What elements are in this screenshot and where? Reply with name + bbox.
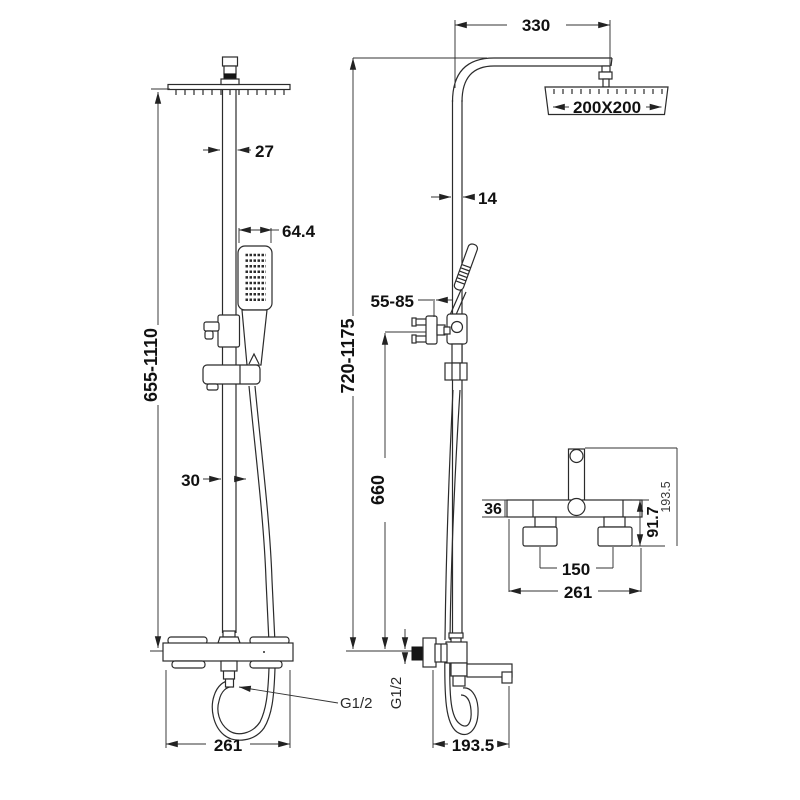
- inlet-leg-left: [522, 526, 558, 547]
- dim-thread-left: G1/2: [238, 685, 373, 712]
- dim-valve-body-height: 36: [482, 499, 507, 518]
- dim-left-height-label: 655-1110: [141, 328, 161, 402]
- dim-left-height: 655-1110: [141, 88, 170, 652]
- dim-rail-offset: 30: [181, 471, 246, 490]
- dim-thread-front: G1/2: [388, 629, 409, 710]
- dim-outlet-height: 91.7: [632, 499, 665, 547]
- dim-valve-total-height: 193.5: [585, 447, 678, 546]
- dim-rail-offset-label: 30: [181, 471, 200, 490]
- dim-spout-reach-label: 193.5: [452, 736, 495, 755]
- dim-head-size-label: 200X200: [573, 98, 641, 117]
- dim-mixer-width: 261: [165, 670, 291, 755]
- dim-head-connector-label: 27: [255, 142, 274, 161]
- dim-wall-bracket: 55-85: [371, 292, 452, 317]
- mixer-detail-view: 36 150 261 91.7 193.5: [482, 447, 678, 602]
- dim-thread-left-label: G1/2: [340, 695, 373, 712]
- rain-head-front: [544, 86, 669, 116]
- dim-inlet-centres-label: 150: [562, 560, 590, 579]
- hand-shower-front: [449, 243, 479, 318]
- dim-valve-body-width: 261: [508, 519, 642, 602]
- slide-lock-lever: [203, 314, 241, 348]
- mixer-detail-body: [506, 448, 643, 547]
- shower-arm: [451, 57, 613, 103]
- hand-shower-side: [237, 245, 273, 366]
- dim-outlet-height-label: 91.7: [645, 506, 662, 537]
- dim-handset-width-label: 64.4: [282, 222, 316, 241]
- dim-valve-body-height-label: 36: [484, 501, 502, 518]
- dim-overall-height: 720-1175: [338, 57, 487, 652]
- dim-arm-length: 330: [454, 16, 611, 88]
- hand-shower-holder-front: [444, 313, 468, 381]
- dim-pipe-diameter-label: 14: [478, 189, 497, 208]
- dim-riser-length-label: 660: [368, 475, 388, 505]
- dim-wall-bracket-label: 55-85: [371, 292, 414, 311]
- rain-head-side: [167, 56, 291, 95]
- dim-mixer-width-label: 261: [214, 736, 242, 755]
- dim-handset-width: 64.4: [238, 222, 316, 243]
- dim-riser-length: 660: [368, 331, 426, 649]
- dim-pipe-diameter: 14: [431, 189, 497, 208]
- inlet-leg-right: [597, 526, 633, 547]
- dim-valve-body-width-label: 261: [564, 583, 592, 602]
- dim-valve-total-height-label: 193.5: [659, 481, 673, 512]
- bath-spout: [466, 663, 513, 678]
- riser-pipe-side: [221, 89, 237, 633]
- wall-bracket: [411, 315, 451, 345]
- shower-hose-front: [444, 389, 479, 736]
- dim-thread-front-label: G1/2: [388, 677, 405, 710]
- dim-head-size: 200X200: [553, 98, 662, 117]
- shower-hose-side: [211, 385, 276, 741]
- left-side-view: 27 64.4 655-1110 30 G1/2: [141, 56, 373, 755]
- dim-arm-length-label: 330: [522, 16, 550, 35]
- bath-mixer-side: [411, 632, 513, 687]
- dim-inlet-centres: 150: [539, 547, 614, 579]
- hand-shower-holder-side: [202, 364, 261, 391]
- front-view: 200X200 330 14: [338, 16, 669, 755]
- dim-head-connector: 27: [203, 142, 274, 161]
- dim-overall-height-label: 720-1175: [338, 318, 358, 393]
- dim-spout-reach: 193.5: [432, 670, 510, 755]
- thermostatic-mixer-side: [162, 630, 294, 688]
